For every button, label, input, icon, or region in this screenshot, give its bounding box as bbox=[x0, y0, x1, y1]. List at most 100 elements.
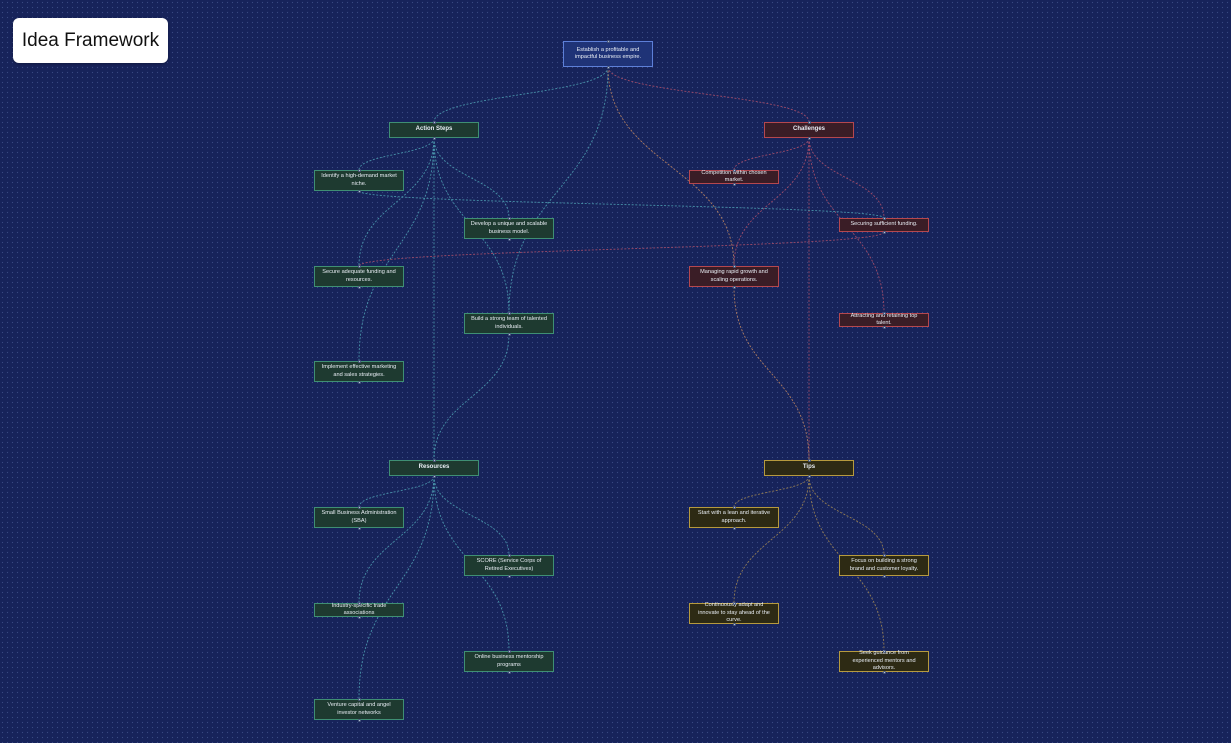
node-label: Focus on building a strong brand and cus… bbox=[849, 558, 919, 572]
connector-edge bbox=[358, 137, 435, 267]
connector-edge bbox=[433, 137, 510, 219]
node-action-steps-label: Action Steps bbox=[415, 126, 453, 133]
node-challenges[interactable]: Challenges bbox=[764, 122, 854, 138]
node-tip-3[interactable]: Continuously adapt and innovate to stay … bbox=[689, 602, 779, 624]
node-action-step-1[interactable]: Identify a high-demand market niche. bbox=[314, 170, 404, 191]
connection-handle[interactable] bbox=[507, 553, 511, 557]
node-resource-3[interactable]: Industry-specific trade associations bbox=[314, 603, 404, 617]
node-tip-2[interactable]: Focus on building a strong brand and cus… bbox=[839, 555, 929, 576]
connection-handle[interactable] bbox=[507, 574, 511, 578]
node-resource-5[interactable]: Venture capital and angel investor netwo… bbox=[314, 699, 404, 720]
node-challenge-2[interactable]: Securing sufficient funding. bbox=[839, 218, 929, 232]
node-label: Implement effective marketing and sales … bbox=[321, 364, 397, 378]
connection-handle[interactable] bbox=[732, 168, 736, 172]
connection-handle[interactable] bbox=[882, 553, 886, 557]
connection-handle[interactable] bbox=[507, 649, 511, 653]
node-action-step-2[interactable]: Develop a unique and scalable business m… bbox=[464, 218, 554, 239]
node-tip-1[interactable]: Start with a lean and iterative approach… bbox=[689, 507, 779, 528]
connector-edge bbox=[607, 66, 810, 123]
root-node-label: Establish a profitable and impactful bus… bbox=[574, 46, 642, 61]
connection-handle[interactable] bbox=[732, 526, 736, 530]
connection-handle[interactable] bbox=[882, 216, 886, 220]
node-label: Online business mentorship programs bbox=[474, 654, 544, 668]
connection-handle[interactable] bbox=[357, 264, 361, 268]
connection-handle[interactable] bbox=[357, 505, 361, 509]
connector-edge bbox=[358, 475, 435, 508]
node-label: Small Business Administration (SBA) bbox=[321, 510, 397, 524]
connection-handle[interactable] bbox=[357, 380, 361, 384]
node-label: Develop a unique and scalable business m… bbox=[470, 221, 548, 235]
connection-handle[interactable] bbox=[882, 574, 886, 578]
node-challenge-1[interactable]: Competition within chosen market. bbox=[689, 170, 779, 184]
connector-edge bbox=[808, 475, 885, 556]
connection-handle[interactable] bbox=[882, 230, 886, 234]
connector-edge bbox=[733, 286, 810, 461]
node-resource-4[interactable]: Online business mentorship programs bbox=[464, 651, 554, 672]
node-action-step-5[interactable]: Implement effective marketing and sales … bbox=[314, 361, 404, 382]
connection-handle[interactable] bbox=[507, 216, 511, 220]
node-resources-label: Resources bbox=[418, 464, 450, 471]
connection-handle[interactable] bbox=[507, 311, 511, 315]
connector-edge bbox=[433, 66, 609, 123]
connection-handle[interactable] bbox=[507, 332, 511, 336]
node-action-step-3[interactable]: Secure adequate funding and resources. bbox=[314, 266, 404, 287]
connection-handle[interactable] bbox=[807, 120, 811, 124]
connection-handle[interactable] bbox=[882, 325, 886, 329]
root-node[interactable]: Establish a profitable and impactful bus… bbox=[563, 41, 653, 67]
connection-handle[interactable] bbox=[432, 120, 436, 124]
connection-handle[interactable] bbox=[357, 526, 361, 530]
connector-edge bbox=[607, 66, 735, 267]
connection-handle[interactable] bbox=[732, 285, 736, 289]
connection-handle[interactable] bbox=[357, 359, 361, 363]
node-resource-2[interactable]: SCORE (Service Corps of Retired Executiv… bbox=[464, 555, 554, 576]
connection-handle[interactable] bbox=[507, 237, 511, 241]
connection-handle[interactable] bbox=[357, 168, 361, 172]
connection-handle[interactable] bbox=[432, 458, 436, 462]
connection-handle[interactable] bbox=[606, 65, 610, 69]
node-action-step-4[interactable]: Build a strong team of talented individu… bbox=[464, 313, 554, 334]
node-resource-1[interactable]: Small Business Administration (SBA) bbox=[314, 507, 404, 528]
connector-edge bbox=[733, 475, 810, 604]
connection-handle[interactable] bbox=[606, 39, 610, 43]
node-label: Secure adequate funding and resources. bbox=[322, 269, 396, 283]
connection-handle[interactable] bbox=[432, 136, 436, 140]
connector-edge bbox=[433, 333, 510, 461]
connection-handle[interactable] bbox=[882, 311, 886, 315]
node-challenges-label: Challenges bbox=[792, 126, 825, 133]
connection-handle[interactable] bbox=[732, 505, 736, 509]
connection-handle[interactable] bbox=[732, 264, 736, 268]
connection-handle[interactable] bbox=[357, 615, 361, 619]
node-label: Identify a high-demand market niche. bbox=[321, 173, 397, 187]
connection-handle[interactable] bbox=[807, 474, 811, 478]
node-challenge-4[interactable]: Attracting and retaining top talent. bbox=[839, 313, 929, 327]
connector-edge bbox=[358, 137, 435, 171]
connection-handle[interactable] bbox=[507, 670, 511, 674]
connection-handle[interactable] bbox=[357, 285, 361, 289]
node-label: Competition within chosen market. bbox=[701, 169, 767, 184]
node-label: Start with a lean and iterative approach… bbox=[697, 510, 771, 524]
connector-edge bbox=[733, 137, 810, 267]
connection-handle[interactable] bbox=[357, 718, 361, 722]
connection-handle[interactable] bbox=[732, 622, 736, 626]
node-tips[interactable]: Tips bbox=[764, 460, 854, 476]
node-label: Attracting and retaining top talent. bbox=[850, 312, 918, 327]
connection-handle[interactable] bbox=[807, 458, 811, 462]
connection-handle[interactable] bbox=[882, 649, 886, 653]
connection-handle[interactable] bbox=[732, 601, 736, 605]
connection-handle[interactable] bbox=[432, 474, 436, 478]
node-action-steps[interactable]: Action Steps bbox=[389, 122, 479, 138]
node-resources[interactable]: Resources bbox=[389, 460, 479, 476]
node-challenge-3[interactable]: Managing rapid growth and scaling operat… bbox=[689, 266, 779, 287]
page-title-card: Idea Framework bbox=[13, 18, 168, 63]
connection-handle[interactable] bbox=[807, 136, 811, 140]
connection-handle[interactable] bbox=[357, 697, 361, 701]
node-label: Continuously adapt and innovate to stay … bbox=[698, 602, 770, 624]
node-tip-4[interactable]: Seek guidance from experienced mentors a… bbox=[839, 650, 929, 672]
connection-handle[interactable] bbox=[732, 182, 736, 186]
connection-handle[interactable] bbox=[357, 601, 361, 605]
page-title: Idea Framework bbox=[21, 29, 160, 51]
connection-handle[interactable] bbox=[882, 670, 886, 674]
connection-handle[interactable] bbox=[357, 189, 361, 193]
